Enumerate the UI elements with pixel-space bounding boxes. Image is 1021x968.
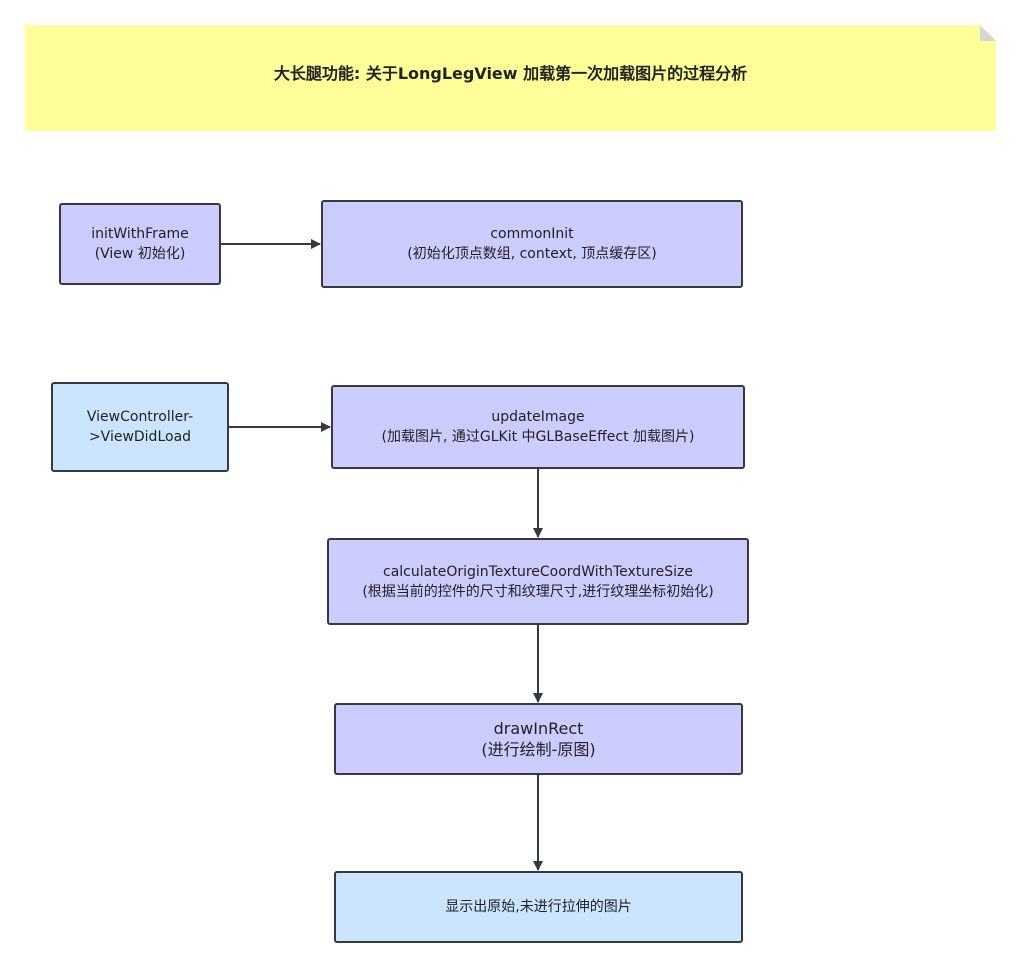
node-common-init[interactable]: commonInit (初始化顶点数组, context, 顶点缓存区): [321, 200, 743, 288]
node-sublabel: >ViewDidLoad: [88, 429, 192, 445]
diagram-title: 大长腿功能: 关于LongLegView 加载第一次加载图片的过程分析: [273, 64, 748, 83]
node-label: calculateOriginTextureCoordWithTextureSi…: [383, 563, 693, 580]
node-sublabel: (初始化顶点数组, context, 顶点缓存区): [407, 246, 657, 262]
note-fold-corner: [980, 25, 996, 41]
node-label: initWithFrame: [91, 226, 189, 242]
node-draw-in-rect[interactable]: drawInRect (进行绘制-原图): [334, 703, 743, 775]
node-sublabel: (进行绘制-原图): [481, 740, 596, 759]
node-calculate-origin[interactable]: calculateOriginTextureCoordWithTextureSi…: [327, 538, 749, 625]
node-view-controller[interactable]: ViewController- >ViewDidLoad: [51, 382, 229, 472]
node-init-with-frame[interactable]: initWithFrame (View 初始化): [59, 203, 221, 285]
node-sublabel: (View 初始化): [94, 246, 186, 262]
node-label: ViewController-: [86, 409, 194, 425]
node-sublabel: (加载图片, 通过GLKit 中GLBaseEffect 加载图片): [381, 429, 695, 445]
node-label: 显示出原始,未进行拉伸的图片: [445, 899, 632, 915]
node-update-image[interactable]: updateImage (加载图片, 通过GLKit 中GLBaseEffect…: [331, 385, 745, 469]
node-label: updateImage: [491, 409, 585, 425]
title-note: 大长腿功能: 关于LongLegView 加载第一次加载图片的过程分析: [25, 25, 996, 131]
node-sublabel: (根据当前的控件的尺寸和纹理尺寸,进行纹理坐标初始化): [362, 583, 714, 600]
node-show-original[interactable]: 显示出原始,未进行拉伸的图片: [334, 871, 743, 943]
node-label: commonInit: [490, 226, 574, 242]
node-label: drawInRect: [493, 719, 584, 738]
